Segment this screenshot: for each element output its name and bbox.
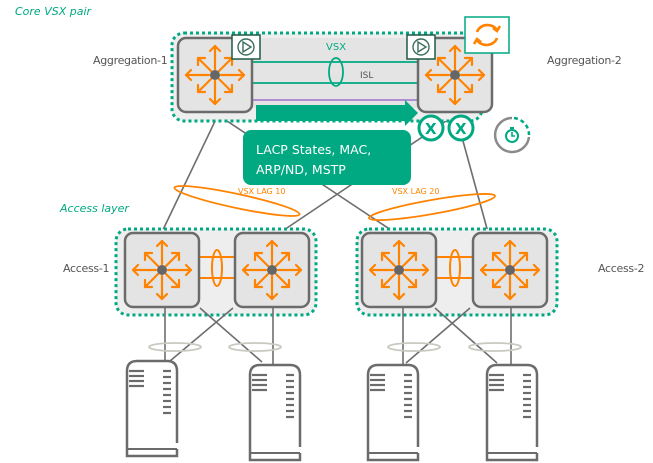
sync-arrow — [256, 100, 418, 126]
sync-icon — [464, 16, 510, 54]
sync-state-box — [243, 130, 411, 185]
play-icon — [406, 34, 436, 60]
access-1b-switch[interactable] — [233, 231, 311, 309]
vsx-lag-10-ring — [173, 185, 301, 217]
server-4 — [485, 363, 539, 462]
access-2b-switch[interactable] — [471, 231, 549, 309]
vsx-lag-20-label: VSX LAG 20 — [392, 187, 439, 196]
access-1-isl — [200, 249, 235, 287]
access-1a-switch[interactable] — [123, 231, 201, 309]
timer-icon — [493, 116, 531, 154]
sync-state-line2: ARP/ND, MSTP — [256, 162, 346, 177]
sync-state-line1: LACP States, MAC, — [256, 142, 371, 157]
vsx-lag-20-ring — [368, 193, 496, 221]
isl-region — [250, 38, 420, 108]
link — [159, 114, 219, 237]
vsx-lag-10-label: VSX LAG 10 — [238, 187, 285, 196]
aggregation-1-label: Aggregation-1 — [93, 54, 167, 67]
aggregation-2-label: Aggregation-2 — [547, 54, 621, 67]
core-group-label: Core VSX pair — [15, 5, 93, 18]
server-lag-rings — [148, 342, 522, 352]
access-1-label: Access-1 — [63, 262, 109, 275]
failed-link-icon: X — [447, 114, 475, 142]
access-2-isl — [437, 249, 472, 287]
server-links — [164, 307, 512, 365]
svg-text:X: X — [425, 120, 437, 138]
access-2-label: Access-2 — [598, 262, 644, 275]
vsx-label: VSX — [326, 42, 346, 53]
access-2a-switch[interactable] — [360, 231, 438, 309]
link — [459, 129, 490, 237]
isl-label: ISL — [360, 71, 373, 81]
svg-text:X: X — [455, 120, 467, 138]
failed-link-icon: X — [417, 114, 445, 142]
server-3 — [366, 363, 420, 462]
access-group-label: Access layer — [59, 202, 130, 215]
isl-lag-ring — [328, 57, 344, 87]
server-2 — [248, 363, 302, 462]
play-icon — [231, 34, 261, 60]
server-1 — [125, 359, 179, 458]
